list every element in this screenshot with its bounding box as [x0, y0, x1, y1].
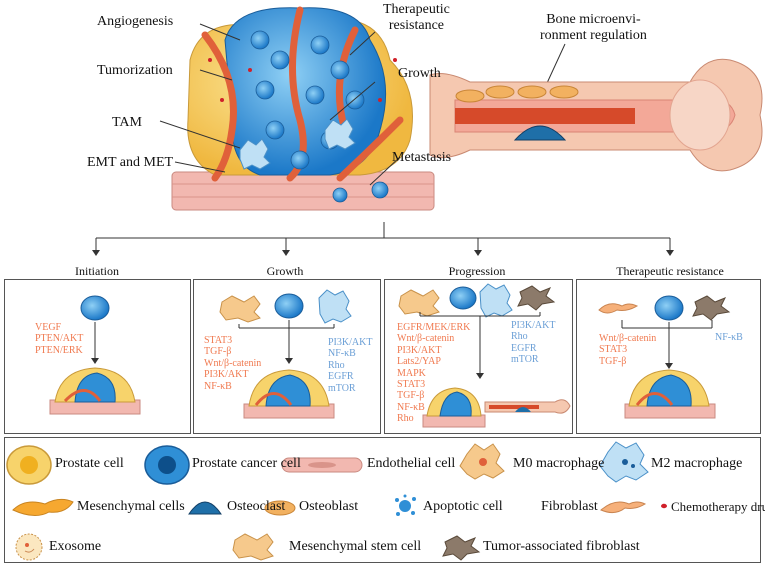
- mesenchymal-cells-icon: [12, 498, 74, 516]
- growth-item: PI3K/AKT: [204, 369, 249, 381]
- progression-item: Wnt/β-catenin: [397, 333, 455, 345]
- initiation-item: PTEN/AKT: [35, 333, 84, 345]
- initiation-item: VEGF: [35, 322, 62, 333]
- label-angiogenesis: Angiogenesis: [97, 14, 174, 29]
- branch-connector: [92, 222, 674, 256]
- legend-osteoclast: Osteoclast: [227, 499, 286, 514]
- resistance-item: TGF-β: [599, 355, 627, 367]
- growth-item: Rho: [328, 359, 345, 371]
- chemotherapy-drug-icon: [661, 503, 667, 509]
- label-bone-microenvironment: Bone microenvi- ronment regulation: [540, 12, 647, 43]
- growth-item: EGFR: [328, 371, 354, 383]
- progression-item: Rho: [511, 331, 528, 343]
- progression-item: mTOR: [511, 354, 539, 366]
- legend-tumor-associated-fibroblast: Tumor-associated fibroblast: [483, 539, 640, 554]
- initiation-item: PTEN/ERK: [35, 344, 83, 356]
- legend-prostate-cell: Prostate cell: [55, 456, 124, 471]
- prostate-cancer-cell-icon: [144, 445, 190, 485]
- growth-item: NF-κB: [204, 380, 232, 392]
- tumor-microenvironment-illustration: [159, 6, 763, 211]
- header-progression: Progression: [448, 264, 506, 278]
- resistance-item: NF-κB: [715, 332, 743, 343]
- legend-icons: [6, 441, 667, 561]
- progression-item: Lats2/YAP: [397, 356, 441, 368]
- label-tam: TAM: [112, 115, 142, 130]
- progression-item: PI3K/AKT: [511, 320, 556, 331]
- legend-m2-macrophage: M2 macrophage: [651, 456, 743, 471]
- growth-item: NF-κB: [328, 348, 356, 360]
- mesenchymal-stem-cell-icon: [232, 533, 274, 561]
- m2-macrophage-icon: [599, 441, 649, 483]
- resistance-item: Wnt/β-catenin: [599, 333, 657, 344]
- bone-illustration: [429, 58, 763, 172]
- legend-osteoblast: Osteoblast: [299, 499, 359, 514]
- progression-item: NF-κB: [397, 401, 425, 413]
- growth-item: mTOR: [328, 382, 356, 394]
- endothelial-cell-icon: [281, 457, 363, 473]
- label-therapeutic-resistance: Therapeutic resistance: [383, 2, 450, 33]
- osteoclast-icon: [188, 501, 222, 515]
- growth-illustration: [219, 289, 352, 419]
- resistance-illustration: [598, 295, 731, 419]
- resistance-item: STAT3: [599, 344, 628, 356]
- growth-item: TGF-β: [204, 346, 232, 358]
- progression-item: EGFR: [511, 342, 537, 354]
- m0-macrophage-icon: [459, 443, 505, 480]
- panel-initiation: VEGF PTEN/AKT PTEN/ERK: [4, 279, 191, 434]
- progression-item: TGF-β: [397, 390, 425, 402]
- label-emt-and-met: EMT and MET: [87, 155, 174, 170]
- prostate-cell-icon: [6, 445, 52, 485]
- legend-mesenchymal-stem-cell: Mesenchymal stem cell: [289, 539, 422, 554]
- osteoblast-icon: [264, 500, 296, 516]
- endothelial-vessel: [171, 171, 435, 211]
- tumor-associated-fibroblast-icon: [442, 535, 481, 561]
- header-growth: Growth: [266, 264, 304, 278]
- legend-mesenchymal-cells: Mesenchymal cells: [77, 499, 185, 514]
- legend-endothelial-cell: Endothelial cell: [367, 456, 456, 471]
- progression-illustration: [398, 283, 571, 428]
- label-metastasis: Metastasis: [392, 150, 452, 165]
- panel-progression: EGFR/MEK/ERK Wnt/β-catenin PI3K/AKT Lats…: [384, 279, 573, 434]
- progression-item: Rho: [397, 413, 414, 425]
- progression-item: MAPK: [397, 367, 426, 379]
- legend-chemotherapy-drug: Chemotherapy drug: [671, 499, 765, 514]
- legend-prostate-cancer-cell: Prostate cancer cell: [192, 456, 301, 471]
- progression-item: PI3K/AKT: [397, 344, 442, 356]
- progression-item: EGFR/MEK/ERK: [397, 322, 471, 333]
- initiation-illustration: [49, 295, 141, 415]
- fibroblast-icon: [600, 501, 647, 514]
- growth-item: STAT3: [204, 335, 233, 346]
- panel-growth: STAT3 TGF-β Wnt/β-catenin PI3K/AKT NF-κB…: [193, 279, 381, 434]
- growth-item: Wnt/β-catenin: [204, 357, 262, 369]
- legend-m0-macrophage: M0 macrophage: [513, 456, 605, 471]
- legend: Prostate cell Prostate cancer cell Endot…: [4, 437, 765, 563]
- legend-apoptotic-cell: Apoptotic cell: [423, 499, 503, 514]
- apoptotic-cell-icon: [395, 494, 416, 516]
- panel-therapeutic-resistance: Wnt/β-catenin STAT3 TGF-β NF-κB: [576, 279, 761, 434]
- header-therapeutic-resistance: Therapeutic resistance: [616, 264, 724, 278]
- progression-item: STAT3: [397, 379, 426, 391]
- label-tumorization: Tumorization: [97, 63, 173, 78]
- legend-exosome: Exosome: [49, 539, 102, 554]
- legend-fibroblast: Fibroblast: [541, 499, 598, 514]
- header-initiation: Initiation: [75, 264, 119, 278]
- exosome-icon: [15, 533, 43, 561]
- label-growth: Growth: [398, 66, 441, 81]
- growth-item: PI3K/AKT: [328, 337, 373, 348]
